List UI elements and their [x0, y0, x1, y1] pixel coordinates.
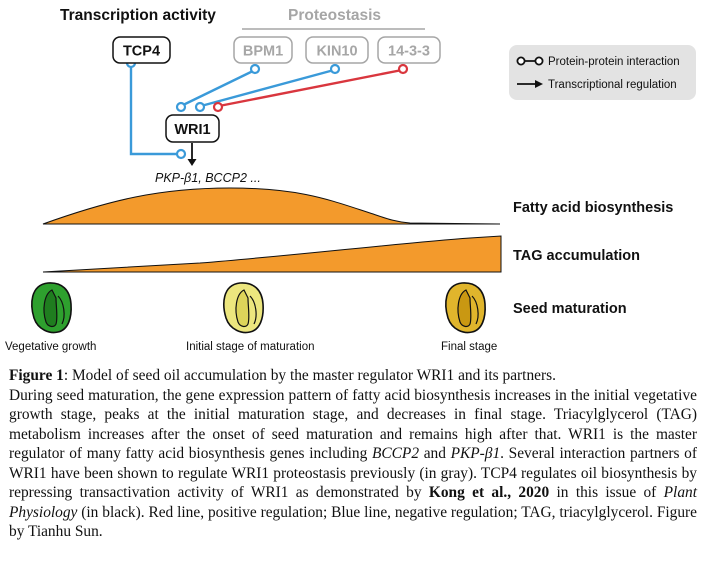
header-transcription-activity: Transcription activity	[60, 7, 216, 24]
caption-gene-bccp2: BCCP2	[372, 445, 420, 462]
stage-final-label: Final stage	[441, 341, 497, 353]
1433-label: 14-3-3	[388, 44, 430, 60]
caption-reference: Kong et al., 2020	[428, 484, 550, 501]
figure-caption: Figure 1: Model of seed oil accumulation…	[9, 366, 697, 542]
final-stage-seed-icon	[445, 282, 486, 334]
1433-wri1-interaction-line	[218, 68, 403, 108]
wri1-label: WRI1	[174, 122, 210, 138]
bpm1-interaction-dot	[249, 63, 261, 75]
target-genes-label: PKP-β1, BCCP2 ...	[155, 171, 261, 185]
1433-node: 14-3-3	[377, 36, 441, 64]
wri1-target-arrow-head	[187, 159, 197, 166]
vegetative-seed-icon	[31, 282, 72, 334]
caption-journal: Plant Physiology	[9, 484, 697, 521]
caption-body-part1: During seed maturation, the gene express…	[9, 386, 697, 463]
model-figure: Transcription activity Proteostasis TCP4…	[5, 7, 696, 353]
caption-body-part4: (in black). Red line, positive regulatio…	[9, 503, 697, 541]
kin10-node: KIN10	[305, 36, 369, 64]
legend-transcriptional-icon	[535, 80, 543, 88]
legend-ppi-label: Protein-protein interaction	[548, 56, 680, 68]
kin10-label: KIN10	[316, 44, 357, 60]
seed-maturation-label: Seed maturation	[513, 301, 627, 317]
caption-title: : Model of seed oil accumulation by the …	[63, 367, 556, 384]
wri1-node: WRI1	[165, 114, 220, 143]
caption-figure-label: Figure 1	[9, 367, 64, 384]
caption-gene-pkp: PKP-β1	[450, 445, 501, 462]
bpm1-node: BPM1	[233, 36, 293, 64]
fatty-acid-curve	[42, 187, 501, 225]
header-proteostasis: Proteostasis	[288, 7, 381, 24]
stage-vegetative-label: Vegetative growth	[5, 341, 96, 353]
tcp4-label: TCP4	[123, 44, 160, 60]
caption-and: and	[419, 445, 451, 462]
bpm1-wri1-interaction-line	[180, 68, 256, 108]
kin10-wri1-interaction-line	[200, 68, 335, 108]
caption-body-part2: . Several interaction partners of WRI1 h…	[9, 445, 698, 501]
fatty-acid-label: Fatty acid biosynthesis	[513, 200, 673, 216]
legend-ppi-icon	[516, 56, 526, 66]
wri1-tcp4-interaction-dot	[175, 148, 187, 160]
wri1-bpm1-interaction-dot	[175, 101, 187, 113]
wri1-1433-interaction-dot	[212, 101, 224, 113]
tcp4-wri1-interaction-line	[129, 66, 180, 156]
bpm1-label: BPM1	[243, 44, 283, 60]
wri1-kin10-interaction-dot	[194, 101, 206, 113]
tag-accumulation-label: TAG accumulation	[513, 248, 640, 264]
legend: Protein-protein interaction Transcriptio…	[509, 45, 696, 100]
1433-interaction-dot	[397, 63, 409, 75]
tcp4-node: TCP4	[112, 36, 171, 64]
stage-initial-label: Initial stage of maturation	[186, 341, 315, 353]
caption-body-part3: in this issue of	[549, 484, 664, 501]
kin10-interaction-dot	[329, 63, 341, 75]
initial-stage-seed-icon	[223, 282, 264, 334]
legend-transcriptional-label: Transcriptional regulation	[548, 79, 677, 91]
tag-accumulation-wedge	[42, 235, 502, 273]
